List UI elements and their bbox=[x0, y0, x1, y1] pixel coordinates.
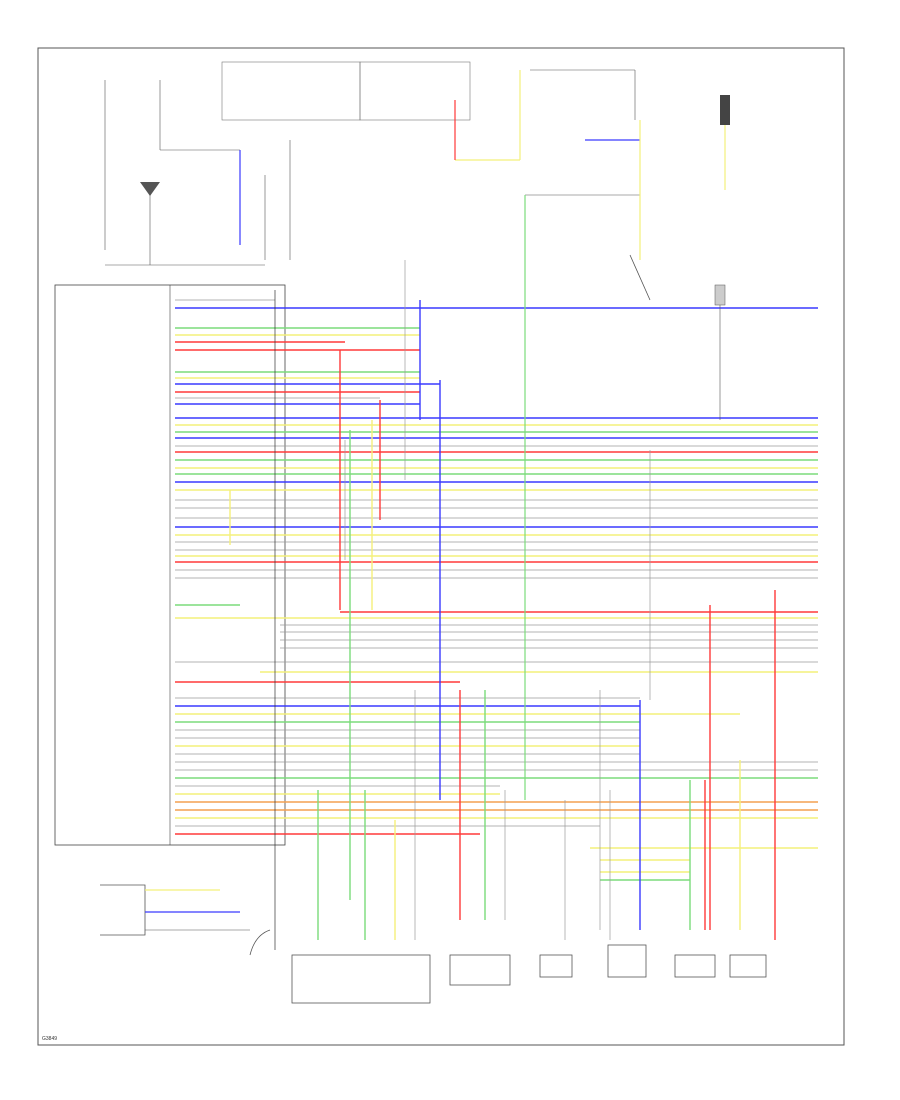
component-box-6 bbox=[729, 954, 767, 978]
diagram-frame bbox=[37, 47, 845, 1046]
component-box-3 bbox=[539, 954, 573, 978]
wire-group bbox=[175, 299, 818, 881]
footer-code: G3849 bbox=[42, 1036, 57, 1042]
top-fuse-area bbox=[104, 61, 730, 800]
bottom-components bbox=[100, 884, 767, 1004]
component-box-4 bbox=[607, 944, 647, 978]
component-box-2 bbox=[449, 954, 511, 986]
component-box-1 bbox=[291, 954, 431, 1004]
component-box-5 bbox=[674, 954, 716, 978]
vertical-wire-group bbox=[229, 260, 776, 950]
